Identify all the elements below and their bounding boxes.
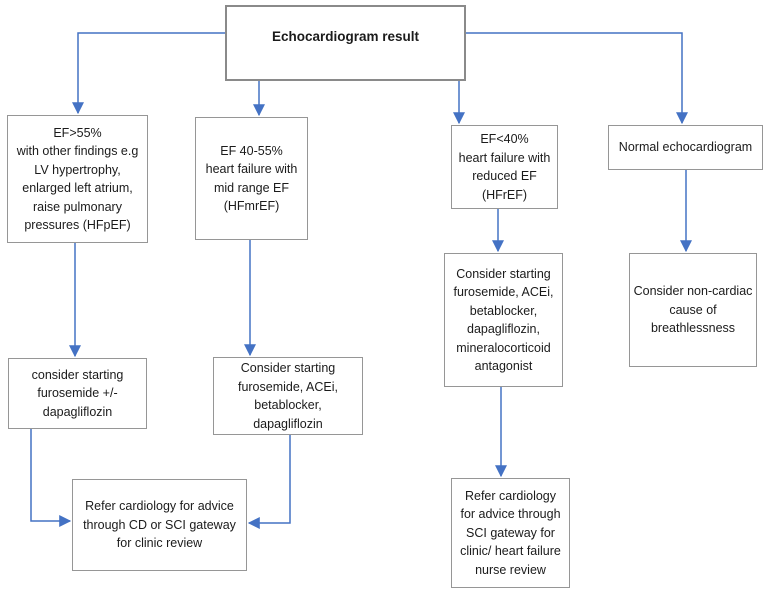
node-ef-over-55-hfpef: EF>55% with other findings e.g LV hypert…: [7, 115, 148, 243]
node-treatment-hfpef-label: consider starting furosemide +/- dapagli…: [31, 367, 124, 419]
connector-root-to-normal: [466, 32, 688, 125]
node-echocardiogram-result: Echocardiogram result: [225, 5, 466, 81]
node-ef-40-55-hfmref: EF 40-55% heart failure with mid range E…: [195, 117, 308, 240]
node-normal-echocardiogram: Normal echocardiogram: [608, 125, 763, 170]
node-refer-cardiology-hf-nurse-label: Refer cardiology for advice through SCI …: [460, 488, 561, 577]
connector-treat-hfmref-to-refer-clinic: [247, 435, 291, 529]
node-refer-cardiology-clinic-label: Refer cardiology for advice through CD o…: [83, 499, 236, 551]
connector-treat-hfpef-to-refer-clinic: [30, 429, 72, 527]
node-noncardiac-cause: Consider non-cardiac cause of breathless…: [629, 253, 757, 367]
node-treatment-hfmref-label: Consider starting furosemide, ACEi, beta…: [237, 361, 339, 431]
node-ef-over-55-hfpef-label: EF>55% with other findings e.g LV hypert…: [16, 125, 139, 233]
node-treatment-hfmref: Consider starting furosemide, ACEi, beta…: [213, 357, 363, 435]
node-ef-40-55-hfmref-label: EF 40-55% heart failure with mid range E…: [205, 143, 298, 214]
node-echocardiogram-result-label: Echocardiogram result: [271, 28, 420, 44]
node-refer-cardiology-clinic: Refer cardiology for advice through CD o…: [72, 479, 247, 571]
node-ef-under-40-hfref: EF<40% heart failure with reduced EF (HF…: [451, 125, 558, 209]
node-treatment-hfpef: consider starting furosemide +/- dapagli…: [8, 358, 147, 429]
node-treatment-hfref: Consider starting furosemide, ACEi, beta…: [444, 253, 563, 387]
node-ef-under-40-hfref-label: EF<40% heart failure with reduced EF (HF…: [458, 132, 551, 202]
node-refer-cardiology-hf-nurse: Refer cardiology for advice through SCI …: [451, 478, 570, 588]
node-treatment-hfref-label: Consider starting furosemide, ACEi, beta…: [453, 266, 554, 374]
node-noncardiac-cause-label: Consider non-cardiac cause of breathless…: [633, 284, 753, 336]
connector-root-to-hfpef: [72, 32, 225, 115]
node-normal-echocardiogram-label: Normal echocardiogram: [618, 140, 753, 155]
